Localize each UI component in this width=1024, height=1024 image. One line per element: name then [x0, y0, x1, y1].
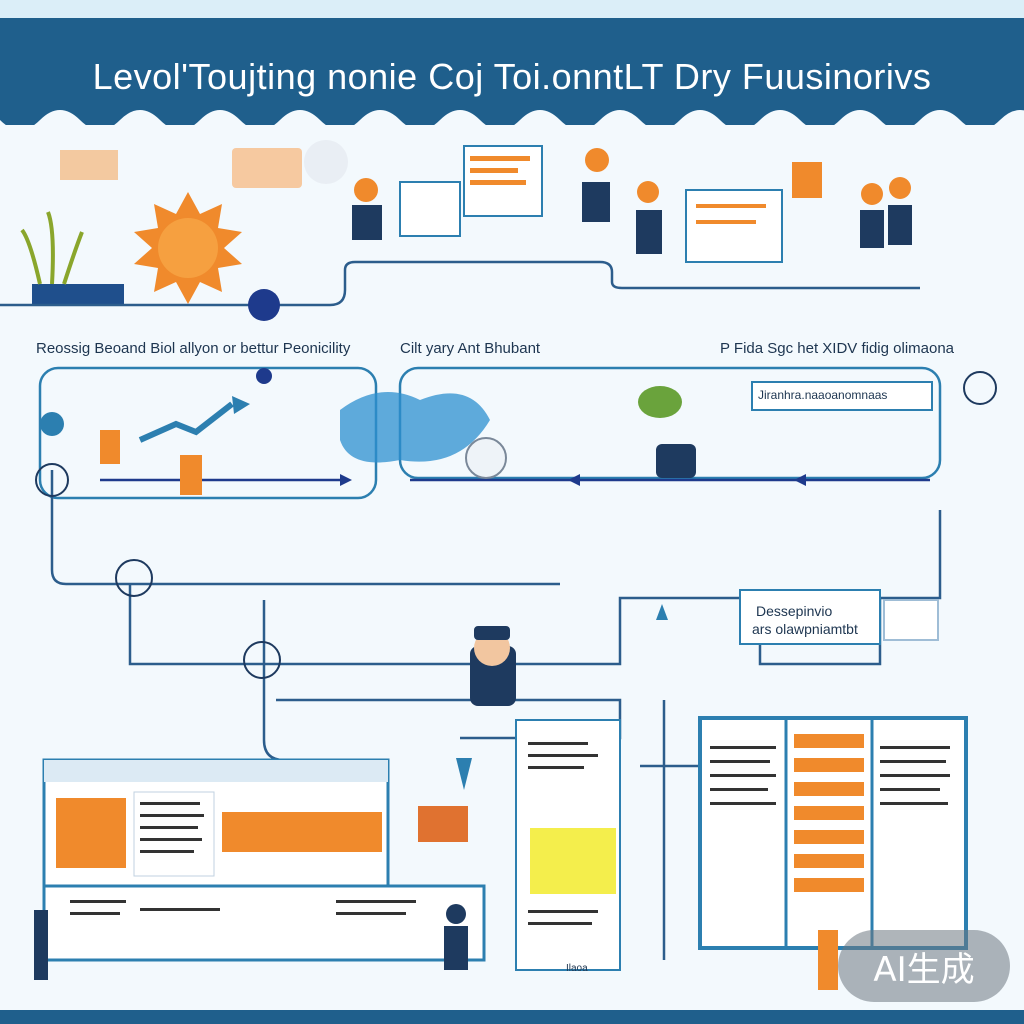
ai-generated-watermark: AI生成 [838, 930, 1010, 1002]
sun-icon [134, 192, 242, 304]
header-banner [0, 0, 1024, 150]
person-icon [352, 148, 912, 254]
bottom-doc-caption: Ilaoa [566, 963, 588, 974]
middle-section-label: Cilt yary Ant Bhubant [400, 340, 541, 357]
right-box-line1: Dessepinvio [756, 603, 833, 619]
small-panel-label: Jiranhra.naaoanomnaas [758, 388, 888, 402]
right-section-label: P Fida Sgc het XIDV fidig olimaona [720, 340, 955, 357]
right-box-line2: ars olawpniamtbt [752, 621, 858, 637]
node-icon [248, 289, 280, 321]
cloud-icon [60, 150, 118, 180]
person-icon [100, 430, 202, 495]
page-title: Levol'Toujting nonie Coj Toi.onntLT Dry … [92, 56, 932, 97]
globe-icon [35, 371, 997, 679]
bottom-bar [0, 1010, 1024, 1024]
plant-icon [20, 211, 124, 304]
person-icon [470, 626, 516, 706]
person-icon [34, 904, 838, 990]
left-section-label: Reossig Beoand Biol allyon or bettur Peo… [36, 340, 351, 357]
